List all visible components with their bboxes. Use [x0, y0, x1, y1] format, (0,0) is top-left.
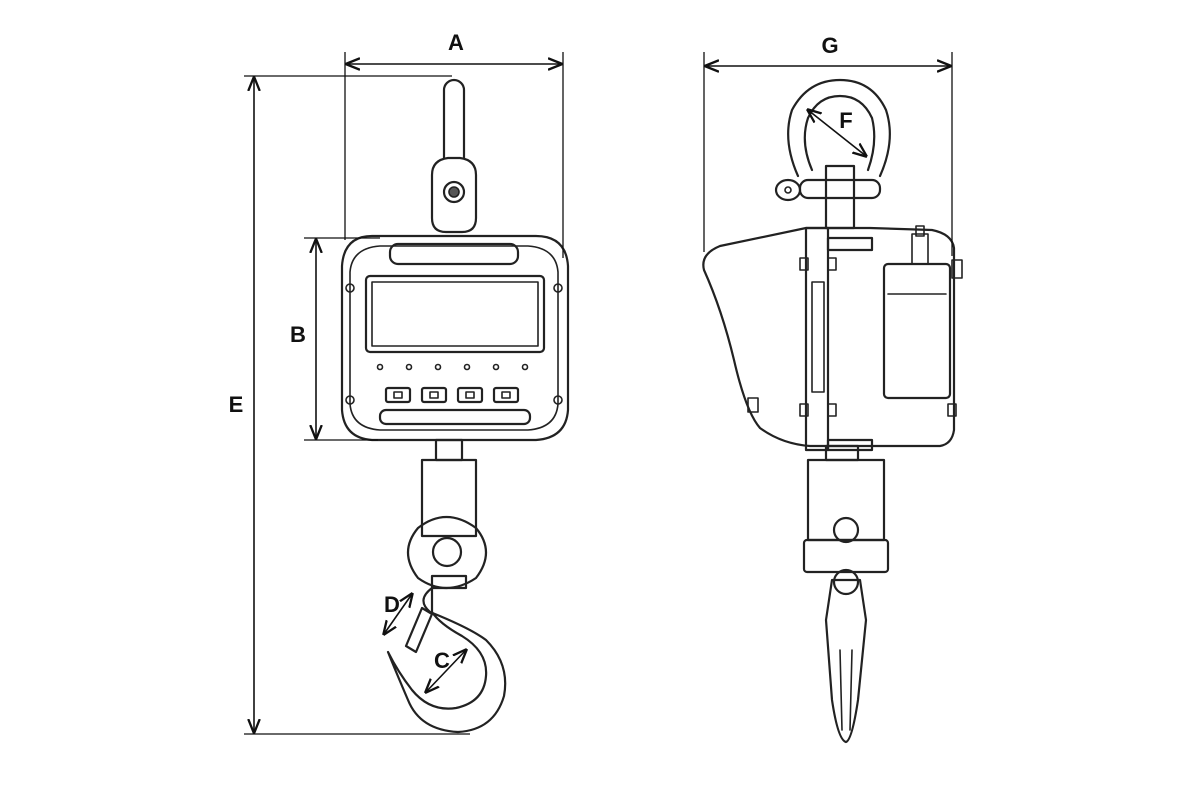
keypad-buttons	[384, 386, 520, 404]
dimension-e: E	[229, 75, 470, 735]
dimension-a: A	[344, 30, 564, 258]
side-body	[702, 225, 963, 452]
label-g: G	[821, 33, 838, 58]
front-view: A B E C D	[229, 30, 570, 735]
label-c: C	[434, 648, 450, 673]
dimension-g: G	[703, 33, 953, 256]
indicator-dots	[376, 363, 529, 371]
scale-body	[340, 234, 570, 442]
shackle	[774, 78, 891, 230]
top-link	[430, 78, 478, 234]
dimension-d: D	[384, 592, 412, 634]
label-b: B	[290, 322, 306, 347]
dimension-f: F	[808, 108, 866, 156]
dimension-c: C	[426, 648, 466, 692]
hook-assembly	[386, 438, 507, 734]
side-hook-assembly	[802, 444, 890, 744]
side-view: G F	[702, 33, 963, 744]
label-d: D	[384, 592, 400, 617]
label-e: E	[229, 392, 244, 417]
dimension-b: B	[290, 237, 380, 441]
label-a: A	[448, 30, 464, 55]
label-f: F	[839, 108, 852, 133]
